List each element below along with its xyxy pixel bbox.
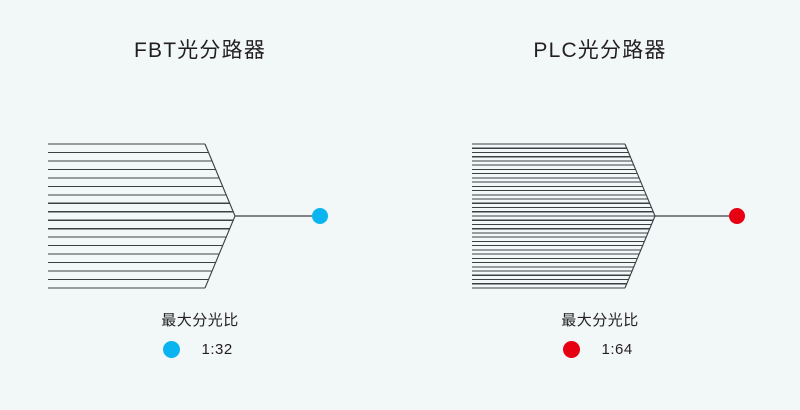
splitter-schematic-plc bbox=[472, 143, 745, 289]
panel-title-plc: PLC光分路器 bbox=[533, 39, 667, 62]
fiber-bundle bbox=[472, 143, 655, 289]
fiber-bundle bbox=[48, 143, 234, 289]
taper-edge-bottom bbox=[624, 215, 656, 289]
panel-title-fbt: FBT光分路器 bbox=[133, 39, 267, 62]
splitter-schematic-fbt bbox=[48, 143, 328, 289]
legend-fbt: 最大分光比 1:32 bbox=[0, 310, 400, 358]
legend-value-plc: 1:64 bbox=[601, 341, 633, 358]
output-port-dot bbox=[312, 208, 328, 224]
legend-value-fbt: 1:32 bbox=[201, 341, 233, 358]
legend-row-plc: 1:64 bbox=[400, 341, 800, 358]
splitter-diagram-plc bbox=[400, 125, 800, 305]
panel-fbt: FBT光分路器 最大分光比 1:32 bbox=[0, 39, 400, 358]
splitter-diagram-fbt bbox=[0, 125, 400, 305]
legend-row-fbt: 1:32 bbox=[0, 341, 400, 358]
legend-dot-icon-plc bbox=[562, 341, 580, 358]
legend-title-plc: 最大分光比 bbox=[561, 312, 639, 329]
legend-dot-icon-fbt bbox=[162, 341, 180, 358]
taper-edge-top bbox=[204, 143, 236, 217]
taper-edge-bottom bbox=[204, 215, 236, 289]
legend-plc: 最大分光比 1:64 bbox=[400, 310, 800, 358]
taper-edge-top bbox=[624, 143, 656, 217]
output-port-dot bbox=[729, 208, 745, 224]
panel-plc: PLC光分路器 最大分光比 1:64 bbox=[400, 0, 800, 410]
legend-title-fbt: 最大分光比 bbox=[161, 312, 239, 329]
